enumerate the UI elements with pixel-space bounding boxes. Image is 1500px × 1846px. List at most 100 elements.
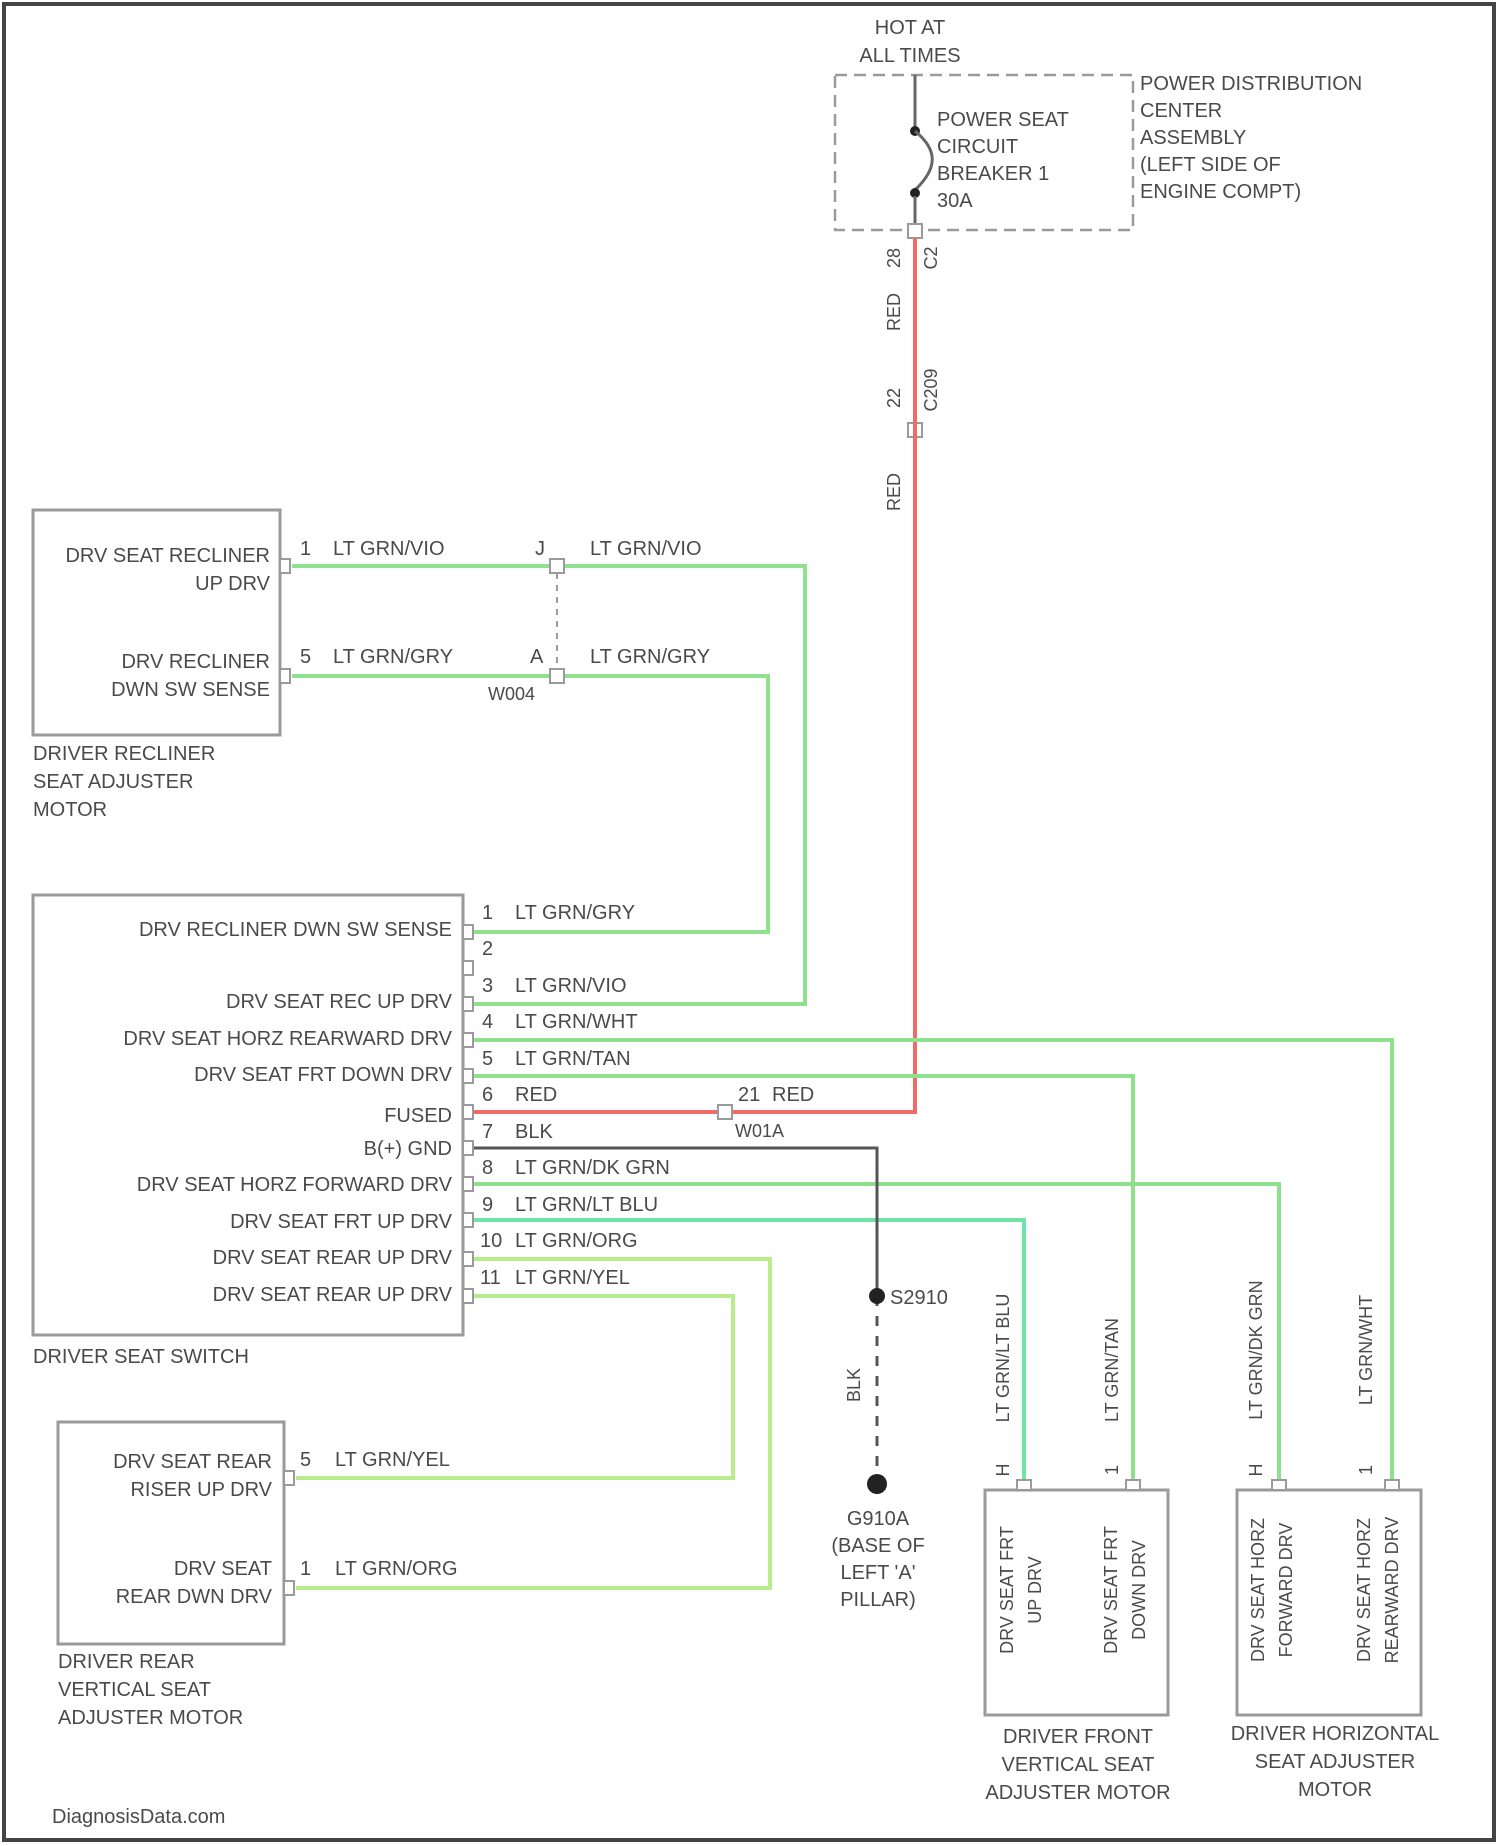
switch-pin5-color: LT GRN/TAN — [515, 1048, 631, 1070]
breaker-label-3: BREAKER 1 — [937, 163, 1049, 185]
front-pin2-label-1: DRV SEAT FRT — [1101, 1526, 1121, 1654]
front-pin1-label-2: UP DRV — [1025, 1556, 1045, 1623]
switch-pin2-num: 2 — [482, 938, 493, 960]
ground-label-1: G910A — [847, 1508, 910, 1530]
recliner-motor-box — [33, 510, 280, 735]
switch-pin9-name: DRV SEAT FRT UP DRV — [230, 1211, 453, 1233]
recliner-wire2-pin: 5 — [300, 646, 311, 668]
ground-label-2: (BASE OF — [831, 1535, 924, 1557]
recliner-pin2-label-2: DWN SW SENSE — [111, 679, 270, 701]
switch-pin8-color: LT GRN/DK GRN — [515, 1157, 670, 1179]
circuit-breaker-symbol — [910, 75, 932, 225]
recliner-out1-color: LT GRN/VIO — [590, 538, 702, 560]
rear-motor-label-2: VERTICAL SEAT — [58, 1679, 211, 1701]
horz-motor-label-3: MOTOR — [1298, 1779, 1372, 1801]
switch-pin6-name: FUSED — [384, 1105, 452, 1127]
breaker-label-2: CIRCUIT — [937, 136, 1018, 158]
switch-pin7-num: 7 — [482, 1121, 493, 1143]
w01a-pin-number: 21 — [738, 1084, 760, 1106]
rear-pin1-label-1: DRV SEAT REAR — [113, 1451, 272, 1473]
rear-wire1-pin: 5 — [300, 1449, 311, 1471]
c2-connector-label: C2 — [921, 246, 941, 269]
recliner-out2-color: LT GRN/GRY — [590, 646, 710, 668]
switch-pin1-name: DRV RECLINER DWN SW SENSE — [139, 919, 452, 941]
switch-pin4-num: 4 — [482, 1011, 493, 1033]
breaker-label-4: 30A — [937, 190, 973, 212]
switch-pin10-num: 10 — [480, 1230, 502, 1252]
recliner-pin1-label-1: DRV SEAT RECLINER — [65, 545, 270, 567]
switch-pin4-color: LT GRN/WHT — [515, 1011, 638, 1033]
rear-motor-label-1: DRIVER REAR — [58, 1651, 195, 1673]
red-wire-label-top: RED — [884, 293, 904, 331]
recliner-wire1-pin: 1 — [300, 538, 311, 560]
seat-switch-label: DRIVER SEAT SWITCH — [33, 1346, 249, 1368]
rear-wire2-pin: 1 — [300, 1558, 311, 1580]
breaker-label-1: POWER SEAT — [937, 109, 1069, 131]
recliner-motor-label-3: MOTOR — [33, 799, 107, 821]
w01a-wire-color: RED — [772, 1084, 814, 1106]
switch-pin11-num: 11 — [480, 1267, 501, 1289]
front-wire1-color: LT GRN/LT BLU — [993, 1294, 1013, 1423]
rear-wire1-color: LT GRN/YEL — [335, 1449, 450, 1471]
front-motor-label-1: DRIVER FRONT — [1003, 1726, 1153, 1748]
horz-wire1-pin: H — [1246, 1464, 1266, 1477]
horz-wire2-color: LT GRN/WHT — [1356, 1295, 1376, 1405]
recliner-motor-label-1: DRIVER RECLINER — [33, 743, 215, 765]
c209-connector-label: C209 — [921, 368, 941, 411]
switch-pin5-num: 5 — [482, 1048, 493, 1070]
rear-down-wire — [296, 1259, 770, 1588]
front-pin1-label-1: DRV SEAT FRT — [997, 1526, 1017, 1654]
s2910-splice-dot — [869, 1288, 885, 1304]
front-wire2-pin: 1 — [1102, 1465, 1122, 1475]
pdc-label-5: ENGINE COMPT) — [1140, 181, 1301, 203]
recliner-wire2-color: LT GRN/GRY — [333, 646, 453, 668]
switch-pin3-color: LT GRN/VIO — [515, 975, 627, 997]
rear-pin2-label-1: DRV SEAT — [174, 1558, 272, 1580]
rear-wire2-color: LT GRN/ORG — [335, 1558, 458, 1580]
s2910-splice-label: S2910 — [890, 1287, 948, 1309]
pdc-label-2: CENTER — [1140, 100, 1222, 122]
front-pin2-label-2: DOWN DRV — [1129, 1540, 1149, 1640]
switch-pin3-name: DRV SEAT REC UP DRV — [226, 991, 453, 1013]
horz-pin2-label-1: DRV SEAT HORZ — [1354, 1518, 1374, 1662]
horz-motor-label-2: SEAT ADJUSTER — [1255, 1751, 1415, 1773]
recliner-pin2-label-1: DRV RECLINER — [121, 651, 270, 673]
rear-motor-label-3: ADJUSTER MOTOR — [58, 1707, 243, 1729]
recliner-motor-label-2: SEAT ADJUSTER — [33, 771, 193, 793]
horz-motor-label-1: DRIVER HORIZONTAL — [1231, 1723, 1440, 1745]
horz-pin1-label-2: FORWARD DRV — [1276, 1523, 1296, 1658]
front-motor-label-3: ADJUSTER MOTOR — [985, 1782, 1170, 1804]
horz-wire1-color: LT GRN/DK GRN — [1246, 1280, 1266, 1419]
ground-label-4: PILLAR) — [840, 1589, 916, 1611]
ground-terminal — [867, 1474, 887, 1494]
c209-pin-number: 22 — [884, 388, 904, 408]
pdc-label-4: (LEFT SIDE OF — [1140, 154, 1281, 176]
switch-pin1-num: 1 — [482, 902, 493, 924]
w004-connector-label: W004 — [488, 684, 535, 704]
switch-pin6-num: 6 — [482, 1084, 493, 1106]
switch-pin6-color: RED — [515, 1084, 557, 1106]
switch-pin7-color: BLK — [515, 1121, 553, 1143]
w004-pin-a: A — [530, 646, 544, 668]
switch-pin9-num: 9 — [482, 1194, 493, 1216]
horz-pin1-label-1: DRV SEAT HORZ — [1248, 1518, 1268, 1662]
switch-pin11-name: DRV SEAT REAR UP DRV — [213, 1284, 453, 1306]
front-wire2-color: LT GRN/TAN — [1102, 1318, 1122, 1422]
recliner-pin1-label-2: UP DRV — [195, 573, 271, 595]
horz-wire2-pin: 1 — [1356, 1465, 1376, 1475]
pdc-label-3: ASSEMBLY — [1140, 127, 1246, 149]
c2-pin-number: 28 — [884, 248, 904, 268]
switch-pin8-num: 8 — [482, 1157, 493, 1179]
w01a-connector — [718, 1105, 732, 1119]
w004-pin-j: J — [535, 538, 545, 560]
recliner-wire1-color: LT GRN/VIO — [333, 538, 445, 560]
front-wire1-pin: H — [993, 1464, 1013, 1477]
rear-pin1-label-2: RISER UP DRV — [130, 1479, 272, 1501]
w01a-connector-label: W01A — [735, 1121, 784, 1141]
pdc-label-1: POWER DISTRIBUTION — [1140, 73, 1362, 95]
switch-pin11-color: LT GRN/YEL — [515, 1267, 630, 1289]
front-motor-label-2: VERTICAL SEAT — [1001, 1754, 1154, 1776]
switch-pin1-color: LT GRN/GRY — [515, 902, 635, 924]
switch-pin5-name: DRV SEAT FRT DOWN DRV — [194, 1064, 452, 1086]
